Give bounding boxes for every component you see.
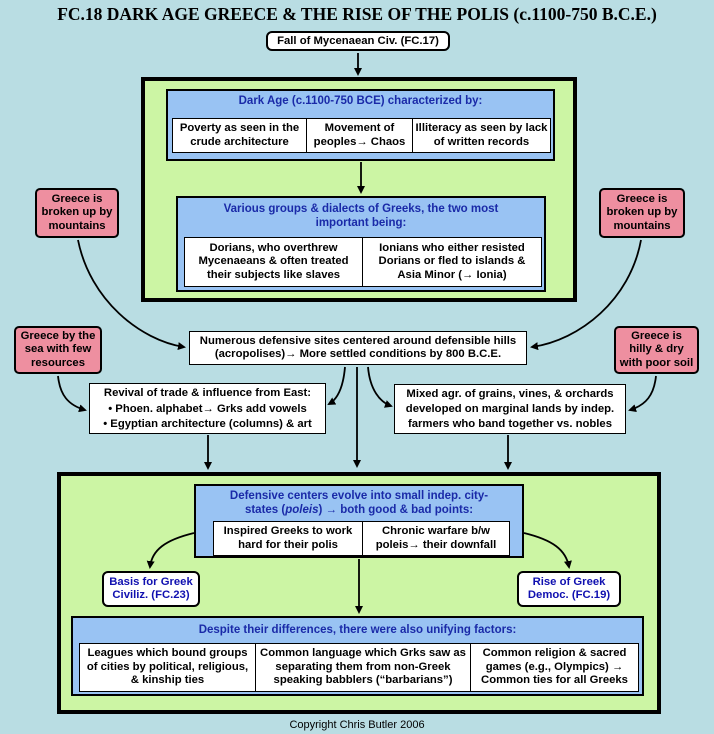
poleis-table: Inspired Greeks to work hard for their p… (213, 521, 510, 556)
sea-box: Greece by the sea with few resources (14, 326, 102, 374)
dark-age-movement: Movement of peoples→ Chaos (306, 119, 412, 152)
inspired-cell: Inspired Greeks to work hard for their p… (223, 525, 353, 551)
mountains-left-box: Greece is broken up by mountains (35, 188, 119, 238)
fall-mycenaean-label: Fall of Mycenaean Civ. (FC.17) (277, 35, 439, 47)
arrow-mountains-left (77, 239, 186, 351)
arrow-mountains-right (530, 239, 642, 351)
leagues-cell: Leagues which bound groups of cities by … (86, 647, 249, 687)
arrow-sites-to-revival (327, 366, 346, 405)
page-title: FC.18 DARK AGE GREECE & THE RISE OF THE … (57, 4, 657, 24)
basis-civiliz-link[interactable]: Basis for Greek Civiliz. (FC.23) (102, 571, 200, 607)
hilly-box: Greece is hilly & dry with poor soil (614, 326, 699, 374)
arrow-poleis-to-basis (146, 532, 195, 569)
dorians-cell: Dorians, who overthrew Mycenaeans & ofte… (198, 241, 349, 281)
unifying-table: Leagues which bound groups of cities by … (79, 643, 639, 692)
ionians-cell: Ionians who either resisted Dorians or f… (362, 238, 541, 286)
dark-age-table: Poverty as seen in the crude architectur… (172, 118, 551, 153)
poleis-box: Defensive centers evolve into small inde… (194, 484, 524, 558)
religion-cell: Common religion & sacred games (e.g., Ol… (470, 644, 638, 691)
poleis-header-1: Defensive centers evolve into small inde… (229, 490, 489, 502)
copyright: Copyright Chris Butler 2006 (289, 719, 425, 731)
fall-mycenaean-link[interactable]: Fall of Mycenaean Civ. (FC.17) (266, 31, 450, 51)
dark-age-poverty: Poverty as seen in the crude architectur… (179, 122, 300, 148)
poleis-header-2: states (poleis) → both good & bad points… (244, 504, 474, 516)
arrow-sites-to-agri (367, 366, 393, 408)
warfare-cell: Chronic warfare b/w poleis→ their downfa… (362, 522, 509, 555)
revival-line-1: Revival of trade & influence from East: (103, 387, 312, 399)
defensive-sites-box: Numerous defensive sites centered around… (189, 331, 527, 365)
rise-democ-link[interactable]: Rise of Greek Democ. (FC.19) (517, 571, 621, 607)
unifying-header: Despite their differences, there were al… (198, 624, 517, 636)
revival-line-2: • Phoen. alphabet→ Grks add vowels (108, 402, 307, 415)
arrow-hilly-to-agri (628, 375, 657, 413)
greek-groups-table: Dorians, who overthrew Mycenaeans & ofte… (184, 237, 542, 287)
revival-box: Revival of trade & influence from East: … (89, 383, 326, 434)
agriculture-box: Mixed agr. of grains, vines, & orchards … (394, 384, 626, 434)
poleis-term: poleis (285, 504, 319, 516)
dark-age-box: Dark Age (c.1100-750 BCE) characterized … (166, 89, 555, 161)
revival-line-3: • Egyptian architecture (columns) & art (103, 418, 312, 430)
dark-age-header: Dark Age (c.1100-750 BCE) characterized … (238, 95, 483, 107)
mountains-right-box: Greece is broken up by mountains (599, 188, 685, 238)
language-cell: Common language which Grks saw as separa… (255, 644, 470, 691)
greek-groups-box: Various groups & dialects of Greeks, the… (176, 196, 546, 292)
unifying-box: Despite their differences, there were al… (71, 616, 644, 696)
dark-age-illiteracy: Illiteracy as seen by lack of written re… (412, 119, 550, 152)
greek-groups-header-2: important being: (315, 217, 407, 229)
greek-groups-header-1: Various groups & dialects of Greeks, the… (223, 203, 499, 215)
arrow-poleis-to-democ (523, 532, 572, 569)
arrow-sea-to-revival (57, 375, 87, 413)
